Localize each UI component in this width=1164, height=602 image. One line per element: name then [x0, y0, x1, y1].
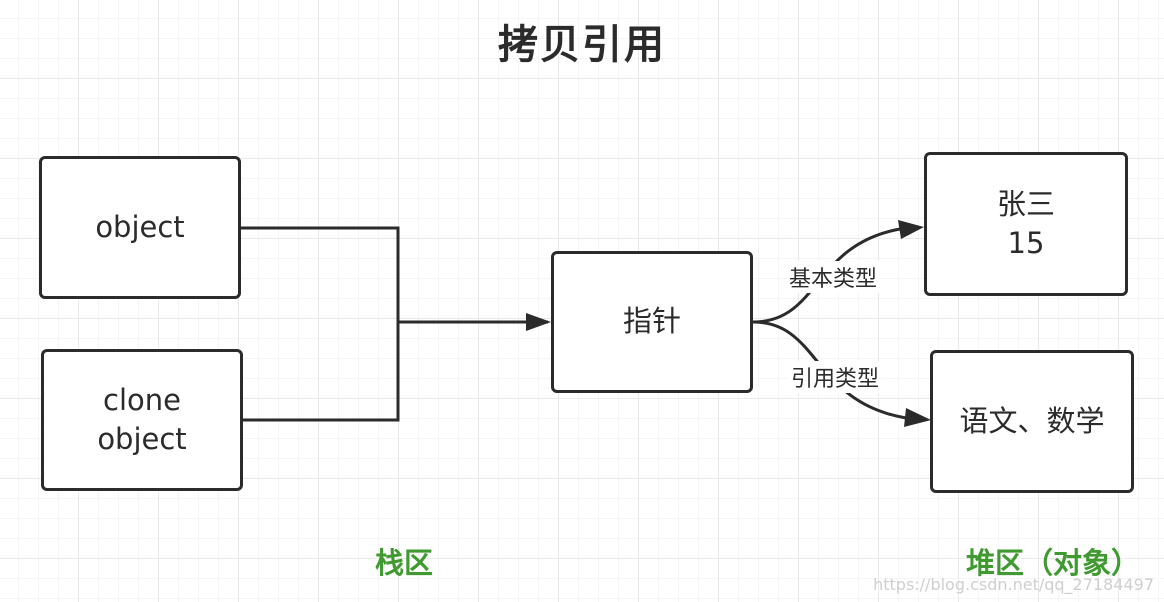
basic-type-arrowhead	[898, 220, 924, 239]
diagram-title: 拷贝引用	[498, 22, 666, 68]
reference-value-label: 语文、数学	[959, 403, 1105, 438]
clone-object-line2: object	[97, 422, 187, 456]
reference-type-arrowhead	[904, 408, 931, 427]
pointer-node: 指针	[551, 251, 753, 393]
to-pointer-arrowhead	[526, 313, 551, 331]
basic-value-node: 张三 15	[924, 152, 1128, 296]
clone-object-connector	[243, 322, 400, 422]
reference-type-label: 引用类型	[789, 361, 882, 393]
heap-region-label: 堆区（对象）	[966, 546, 1141, 580]
clone-object-node: clone object	[41, 349, 243, 491]
object-node-label: object	[95, 209, 185, 244]
object-connector	[241, 226, 400, 322]
reference-value-node: 语文、数学	[930, 350, 1134, 493]
clone-object-line1: clone	[103, 382, 181, 417]
watermark: https://blog.csdn.net/qq_27184497	[873, 575, 1154, 594]
pointer-node-label: 指针	[622, 304, 681, 339]
basic-value-line1: 张三	[996, 186, 1055, 221]
stack-region-label: 栈区	[375, 546, 434, 580]
basic-type-label: 基本类型	[787, 261, 880, 293]
object-node: object	[39, 156, 241, 299]
basic-value-line2: 15	[1007, 226, 1045, 260]
